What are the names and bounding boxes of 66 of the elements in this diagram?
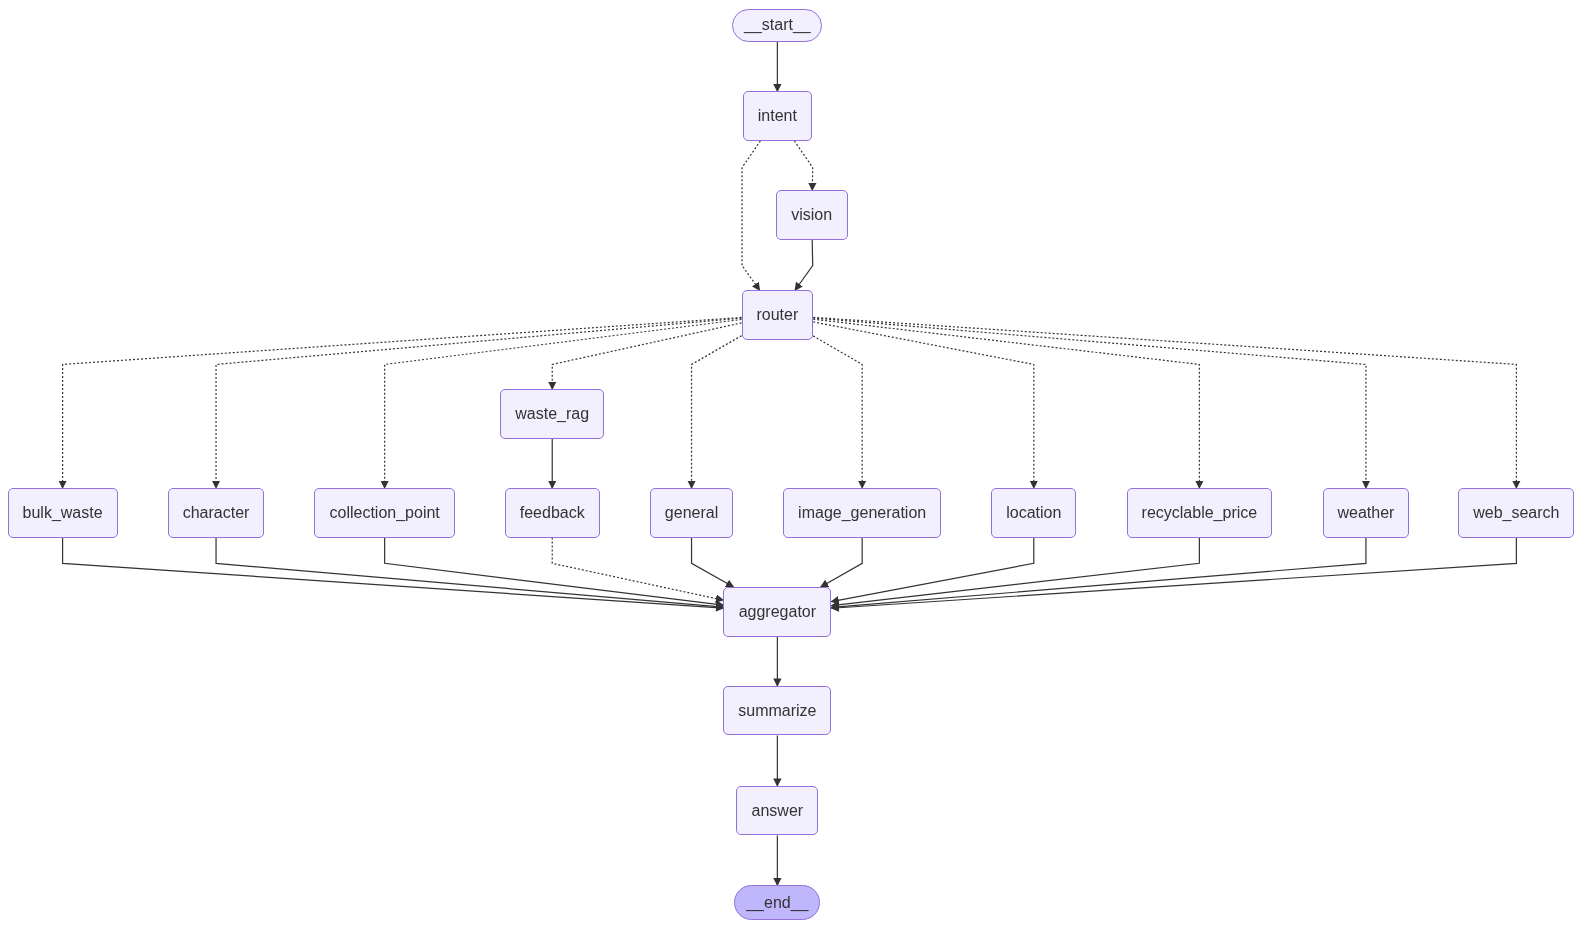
terminal-pill <box>734 885 821 920</box>
node-label: summarize <box>738 701 817 720</box>
node-label: aggregator <box>738 602 817 621</box>
node-label: router <box>756 306 799 324</box>
process-box <box>736 785 819 836</box>
arrow <box>812 335 867 489</box>
arrow <box>687 335 743 489</box>
arrow <box>773 41 782 93</box>
process-box <box>314 488 455 538</box>
arrow <box>690 537 735 588</box>
node-label: answer <box>751 801 804 820</box>
arrow <box>215 537 725 611</box>
node-label: feedback <box>519 503 585 522</box>
arrow <box>773 834 782 887</box>
node-label: waste_rag <box>515 404 590 423</box>
node-label: image_generation <box>798 503 927 522</box>
terminal-pill <box>732 8 823 42</box>
arrow <box>62 537 725 612</box>
node-label: character <box>182 503 250 522</box>
node-label: location <box>1006 503 1062 522</box>
arrow <box>380 318 743 489</box>
process-box <box>1322 488 1410 538</box>
process-box <box>991 488 1077 538</box>
process-box <box>500 389 605 439</box>
arrow <box>819 537 863 588</box>
arrow <box>793 140 817 192</box>
arrow <box>830 537 1035 605</box>
node-label: vision <box>791 206 833 225</box>
process-box <box>7 488 118 538</box>
arrow <box>58 316 743 489</box>
node-label: collection_point <box>329 503 440 522</box>
process-box <box>167 488 265 538</box>
arrow <box>773 734 782 787</box>
arrow <box>548 322 743 391</box>
arrow <box>773 635 782 687</box>
arrow <box>741 140 761 291</box>
process-box <box>723 587 832 637</box>
arrow <box>830 537 1517 612</box>
process-box <box>650 488 733 538</box>
process-box <box>504 488 600 538</box>
arrow <box>551 537 725 603</box>
process-box <box>741 290 814 340</box>
process-box <box>1458 488 1575 538</box>
node-label: intent <box>757 107 797 126</box>
process-box <box>1126 488 1273 538</box>
arrow <box>812 321 1038 489</box>
node-label: recyclable_price <box>1141 503 1258 522</box>
arrow <box>812 317 1371 489</box>
node-label: __start__ <box>744 16 811 35</box>
arrow <box>812 316 1521 489</box>
node-label: __end__ <box>746 893 809 912</box>
node-label: web_search <box>1473 503 1560 522</box>
arrow <box>548 438 557 489</box>
process-box <box>743 91 812 141</box>
arrow <box>830 537 1200 609</box>
arrow <box>211 317 743 489</box>
node-label: general <box>664 503 719 522</box>
arrow <box>830 537 1367 611</box>
arrow <box>384 537 725 609</box>
arrow <box>812 318 1204 489</box>
process-box <box>775 190 848 240</box>
process-box <box>783 488 941 538</box>
process-box <box>723 686 832 736</box>
node-label: weather <box>1337 503 1395 522</box>
node-label: bulk_waste <box>22 503 103 522</box>
arrow <box>794 239 814 291</box>
